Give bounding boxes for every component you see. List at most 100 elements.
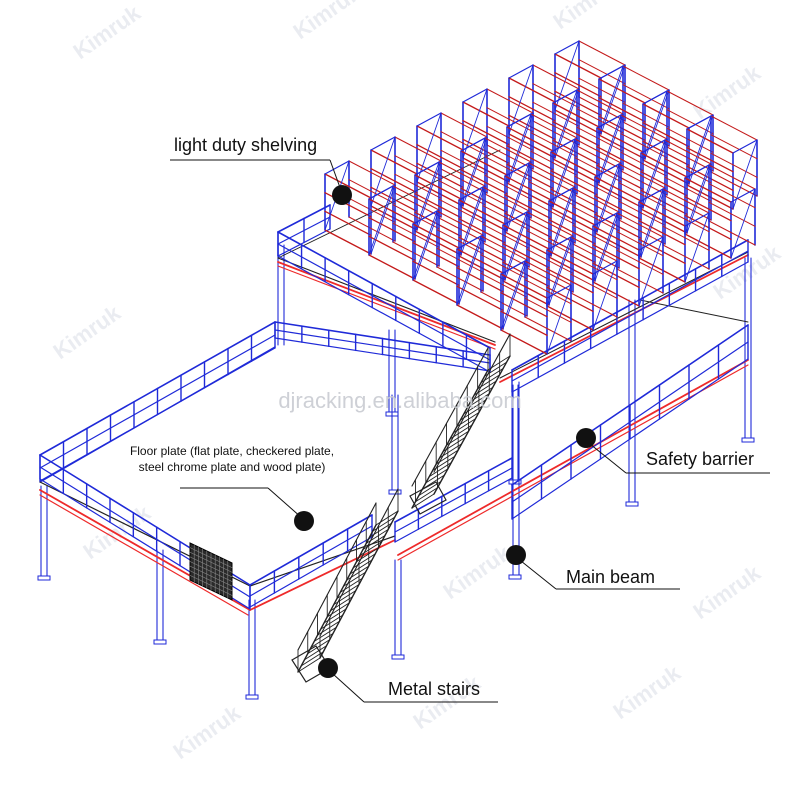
shelf-beam <box>528 199 576 225</box>
shelf-beam <box>666 109 714 135</box>
shelf-beam <box>438 180 486 206</box>
shelf-top <box>638 236 664 251</box>
shelf-beam <box>548 219 596 245</box>
shelf-beam <box>500 329 548 355</box>
shelf-beam <box>524 316 572 342</box>
stair-tread <box>304 645 327 661</box>
callout-safety-barrier: Safety barrier <box>576 428 770 474</box>
shelf-beam <box>664 158 712 184</box>
rail-mid <box>511 250 749 382</box>
column-base <box>385 411 399 417</box>
plate-grid <box>189 565 233 587</box>
shelf-beam <box>502 243 550 269</box>
shelf-beam <box>622 65 670 91</box>
shelf-top <box>550 138 576 153</box>
shelf-beam <box>412 260 460 286</box>
shelf-beam <box>500 310 548 336</box>
shelf-brace <box>552 137 578 208</box>
shelf-brace <box>416 160 442 231</box>
main-beam <box>499 254 749 383</box>
shelf-beam <box>576 108 624 134</box>
stair-tread <box>323 608 347 624</box>
column-base <box>388 489 402 495</box>
shelf-top <box>684 164 710 179</box>
shelf-top <box>414 161 440 176</box>
shelf-brace <box>504 162 530 233</box>
shelf-beam <box>666 90 714 116</box>
shelf-brace <box>594 211 620 282</box>
brand-watermark: Kimruk <box>439 540 516 604</box>
shelf-top <box>730 188 756 203</box>
shelf-beam <box>414 211 462 237</box>
stair-tread <box>356 547 379 563</box>
shelf-brace <box>546 236 572 307</box>
shelf-brace <box>548 187 574 258</box>
shelf-brace <box>370 136 396 207</box>
shelf-beam <box>506 182 554 208</box>
stair-tread <box>352 553 376 569</box>
stair-tread <box>484 361 507 377</box>
shelf-beam <box>532 83 580 109</box>
metal-stairs-group <box>291 333 511 683</box>
stair-tread <box>365 528 389 544</box>
column-base <box>508 574 522 580</box>
stair-tread <box>463 399 487 415</box>
shelf-beam <box>370 186 418 212</box>
shelf-beam <box>460 150 508 176</box>
shelf-beam <box>436 247 484 273</box>
shelf-top <box>592 212 618 227</box>
rail-top <box>277 231 491 349</box>
deck-edge <box>277 257 496 343</box>
shelf-beam <box>416 181 464 207</box>
shelf-beam <box>506 163 554 189</box>
stair-tread <box>446 430 469 446</box>
shelf-beam <box>506 126 554 152</box>
shelf-beam <box>480 235 528 261</box>
shelf-beam <box>500 292 548 318</box>
shelf-beam <box>686 184 734 210</box>
stair-tread <box>326 602 350 618</box>
callout-dot <box>294 511 314 531</box>
shelf-beam <box>662 225 710 251</box>
shelf-beam <box>686 147 734 173</box>
shelf-beam <box>710 134 758 160</box>
shelf-beam <box>554 90 602 116</box>
shelf-beam <box>414 193 462 219</box>
shelf-beam <box>578 40 626 66</box>
shelf-beam <box>642 159 690 185</box>
shelf-beam <box>456 267 504 293</box>
shelf-top <box>416 112 442 127</box>
shelf-beam <box>598 78 646 104</box>
shelf-beam <box>440 149 488 175</box>
leader-line <box>589 443 627 474</box>
shelf-beam <box>708 164 756 190</box>
shelf-beam <box>666 127 714 153</box>
callout-dot <box>506 545 526 565</box>
shelf-brace <box>684 164 710 235</box>
shelf-top <box>732 139 758 154</box>
rail-mid <box>249 525 373 597</box>
shelf-top <box>412 210 438 225</box>
shelf-beam <box>504 194 552 220</box>
rail-top <box>394 457 513 523</box>
shelf-beam <box>524 260 572 286</box>
shelf-beam <box>572 187 620 213</box>
label-main-beam: Main beam <box>566 567 655 587</box>
shelf-beam <box>592 262 640 288</box>
callout-main-beam: Main beam <box>506 545 680 590</box>
column-base <box>625 501 639 507</box>
shelf-beam <box>662 207 710 233</box>
shelf-beam <box>546 249 594 275</box>
shelf-top <box>500 260 526 275</box>
shelf-beam <box>482 205 530 231</box>
shelf-beam <box>640 208 688 234</box>
shelf-beam <box>574 138 622 164</box>
shelf-beam <box>552 139 600 165</box>
shelf-beam <box>710 152 758 178</box>
stair-tread <box>372 516 396 532</box>
shelf-brace <box>594 163 620 234</box>
shelf-beam <box>416 125 464 151</box>
shelf-beam <box>662 244 710 270</box>
